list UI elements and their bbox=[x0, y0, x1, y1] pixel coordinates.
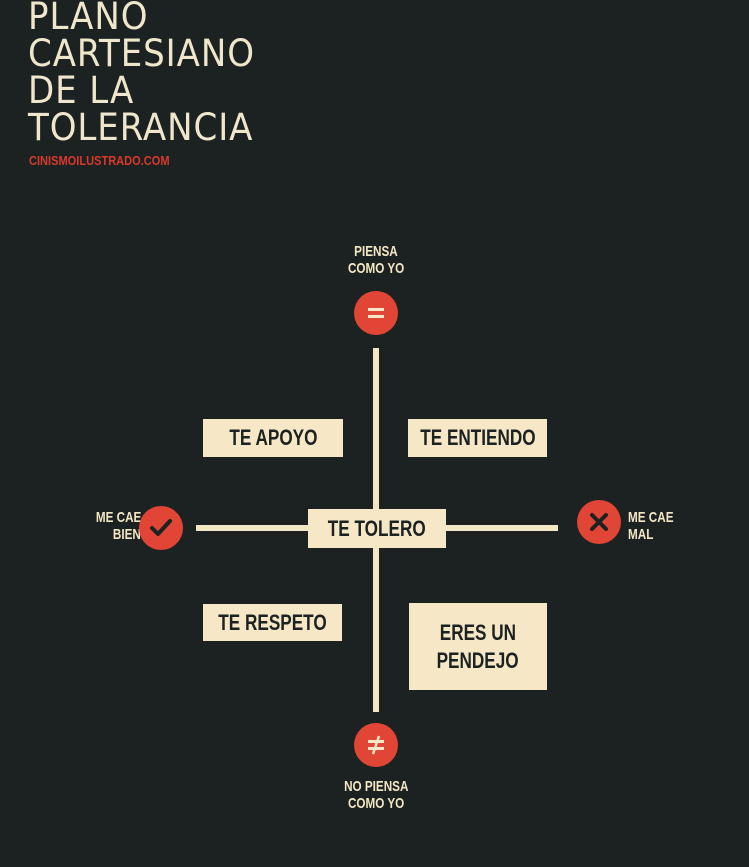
quadrant-label: TE TOLERO bbox=[328, 515, 426, 541]
label-line: PIENSA bbox=[354, 243, 398, 260]
title-line: PLANO bbox=[28, 0, 149, 38]
quadrant-te-entiendo: TE ENTIENDO bbox=[408, 419, 547, 457]
quadrant-te-respeto: TE RESPETO bbox=[203, 604, 342, 641]
label-line: BIEN bbox=[113, 526, 141, 543]
title-line: CARTESIANO bbox=[28, 32, 255, 75]
x-icon bbox=[577, 500, 621, 544]
label-line: ME CAE bbox=[95, 509, 141, 526]
quadrant-label: TE RESPETO bbox=[218, 609, 327, 635]
bottom-axis-label: NO PIENSA COMO YO bbox=[316, 778, 436, 812]
label-line: COMO YO bbox=[347, 260, 405, 277]
center-te-tolero: TE TOLERO bbox=[308, 509, 446, 548]
quadrant-te-apoyo: TE APOYO bbox=[203, 419, 343, 457]
title-line: DE LA bbox=[28, 69, 135, 112]
right-axis-label: ME CAE MAL bbox=[628, 509, 718, 543]
equals-icon bbox=[354, 291, 398, 335]
website-credit: CINISMOILUSTRADO.COM bbox=[29, 153, 170, 168]
label-line: COMO YO bbox=[347, 795, 405, 812]
quadrant-label: TE ENTIENDO bbox=[419, 425, 536, 450]
diagram-title: PLANO CARTESIANO DE LA TOLERANCIA bbox=[28, 0, 255, 146]
top-axis-label: PIENSA COMO YO bbox=[326, 243, 426, 277]
check-icon bbox=[139, 506, 183, 550]
label-line: MAL bbox=[628, 526, 654, 543]
label-line: ME CAE bbox=[628, 509, 674, 526]
quadrant-eres-un-pendejo: ERES UN PENDEJO bbox=[409, 603, 547, 690]
quadrant-label: TE APOYO bbox=[228, 425, 318, 450]
quadrant-label: PENDEJO bbox=[436, 647, 520, 673]
label-line: NO PIENSA bbox=[343, 778, 409, 795]
left-axis-label: ME CAE BIEN bbox=[53, 509, 141, 543]
not-equal-icon bbox=[354, 723, 398, 767]
title-line: TOLERANCIA bbox=[28, 106, 254, 149]
quadrant-label: ERES UN bbox=[439, 619, 517, 645]
